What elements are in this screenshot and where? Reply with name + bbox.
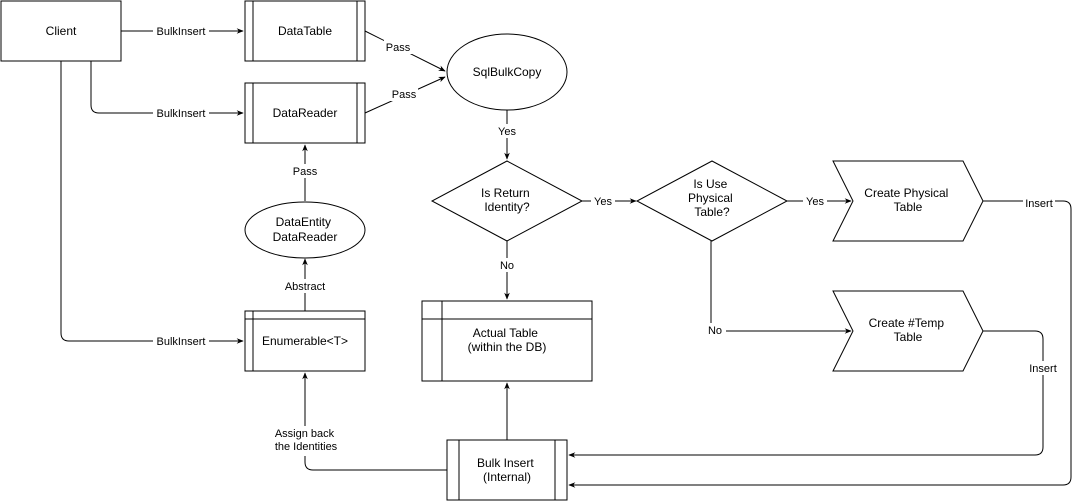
edge-label-pass-1: Pass: [386, 42, 411, 54]
node-actual-table-label: Actual Table (within the DB): [468, 326, 547, 354]
node-enumerable[interactable]: Enumerable<T>: [244, 310, 366, 372]
edge-client-datareader: [90, 61, 244, 116]
node-actual-table[interactable]: Actual Table (within the DB): [421, 300, 593, 382]
node-bulk-insert-internal[interactable]: Bulk Insert (Internal): [446, 439, 568, 501]
nodes: Client DataTable DataReader SqlBulkCopy …: [0, 0, 984, 501]
node-client[interactable]: Client: [0, 0, 122, 62]
edge-label-pass-3: Pass: [293, 166, 318, 178]
edge-label-no-1: No: [500, 260, 514, 272]
edge-label-bulkinsert-1: BulkInsert: [157, 26, 206, 38]
edge-label-assign-back: Assign back the Identities: [275, 428, 338, 453]
node-create-physical-table[interactable]: Create Physical Table: [832, 160, 984, 242]
node-client-label: Client: [46, 24, 77, 38]
edge-isuse-createtemp: [710, 241, 852, 334]
node-is-use-physical-table[interactable]: Is Use Physical Table?: [635, 160, 789, 242]
edge-label-abstract: Abstract: [285, 281, 325, 293]
edge-label-yes-3: Yes: [806, 196, 824, 208]
node-datatable[interactable]: DataTable: [244, 0, 366, 62]
edge-labels: BulkInsert BulkInsert BulkInsert Pass Pa…: [153, 24, 1059, 456]
node-sqlbulkcopy-label: SqlBulkCopy: [473, 65, 542, 79]
node-datatable-label: DataTable: [278, 24, 332, 38]
node-sqlbulkcopy[interactable]: SqlBulkCopy: [446, 33, 568, 111]
edge-label-pass-2: Pass: [392, 89, 417, 101]
node-datareader-label: DataReader: [273, 106, 338, 120]
edge-label-no-2: No: [708, 325, 722, 337]
node-datareader[interactable]: DataReader: [244, 82, 366, 144]
edge-label-bulkinsert-2: BulkInsert: [157, 108, 206, 120]
node-create-physical-table-label: Create Physical Table: [864, 186, 951, 214]
edge-label-insert-1: Insert: [1025, 198, 1053, 210]
node-dataentity-datareader-label: DataEntity DataReader: [273, 215, 338, 244]
edge-client-enumerable: [60, 61, 244, 344]
node-is-return-identity[interactable]: Is Return Identity?: [430, 160, 584, 242]
edge-createphysical-bulkinsert: [568, 200, 1072, 488]
edge-label-insert-2: Insert: [1029, 363, 1057, 375]
edge-bulkinsert-enumerable: [302, 372, 447, 471]
edge-label-yes-1: Yes: [498, 126, 516, 138]
node-bulk-insert-internal-label: Bulk Insert (Internal): [477, 456, 537, 484]
edges: [60, 28, 1072, 488]
node-create-temp-table[interactable]: Create #Temp Table: [832, 290, 984, 372]
node-dataentity-datareader[interactable]: DataEntity DataReader: [244, 201, 366, 259]
node-is-return-identity-label: Is Return Identity?: [481, 186, 533, 214]
edge-label-bulkinsert-3: BulkInsert: [157, 336, 206, 348]
node-create-temp-table-label: Create #Temp Table: [869, 316, 948, 344]
edge-createtemp-bulkinsert: [568, 330, 1044, 458]
node-enumerable-label: Enumerable<T>: [262, 334, 348, 348]
edge-label-yes-2: Yes: [594, 196, 612, 208]
node-is-use-physical-table-label: Is Use Physical Table?: [688, 177, 736, 219]
